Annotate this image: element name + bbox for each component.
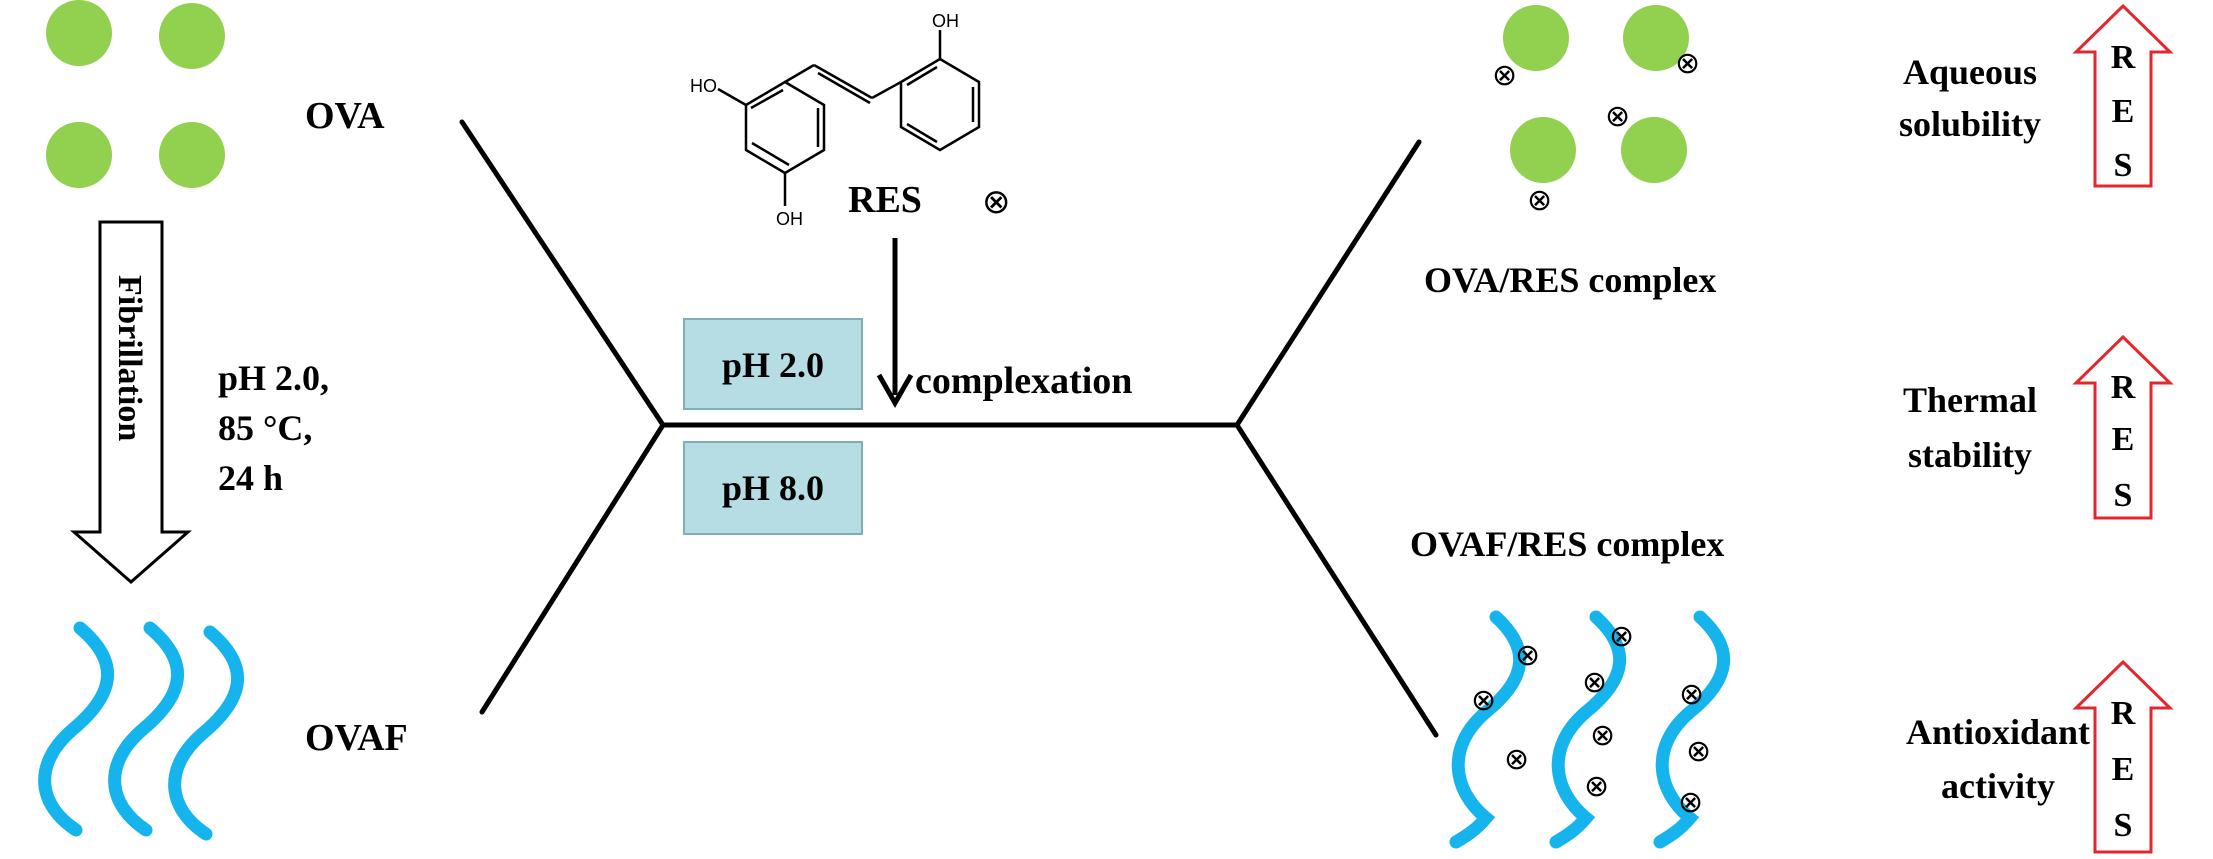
ova-particle <box>1623 5 1689 71</box>
arrow-letter: R <box>2111 369 2136 406</box>
ova-particles <box>46 0 225 188</box>
condition-ph: pH 2.0, <box>218 358 329 398</box>
property-thermal-line1: Thermal <box>1903 380 2037 420</box>
ovaf-fibril <box>168 625 244 841</box>
property-thermal-line2: stability <box>1908 435 2032 475</box>
property-aqueous-line2: solubility <box>1899 104 2041 144</box>
ovaf-res-fibrils <box>1449 610 1730 849</box>
reaction-frame <box>459 119 1439 738</box>
ph-8-box: pH 8.0 <box>683 441 863 535</box>
ovaf-fibril <box>1653 610 1730 849</box>
res-marker: ⊗ <box>1582 666 1607 699</box>
res-marker: ⊗ <box>1605 100 1630 133</box>
arrow-letter: R <box>2111 695 2136 732</box>
res-marker: ⊗ <box>1492 59 1517 92</box>
ova-particle <box>46 0 112 66</box>
ovaf-fibril <box>1549 610 1626 849</box>
arrow-letter: S <box>2114 807 2133 844</box>
res-marker: ⊗ <box>1515 639 1540 672</box>
ph-2-label: pH 2.0 <box>722 345 824 385</box>
ova-particle <box>1621 117 1687 183</box>
ovaf-fibrils <box>38 621 244 841</box>
res-marker: ⊗ <box>1679 678 1704 711</box>
res-oh-bottom: OH <box>776 209 803 229</box>
ova-res-complex-label: OVA/RES complex <box>1424 260 1716 300</box>
ovaf-label: OVAF <box>305 717 408 759</box>
up-arrow-aqueous: R E S <box>2072 3 2174 188</box>
ova-res-markers: ⊗ ⊗ ⊗ ⊗ <box>1492 47 1700 217</box>
res-marker: ⊗ <box>1609 620 1634 653</box>
arrow-letter: S <box>2114 477 2133 514</box>
ova-particle <box>159 3 225 69</box>
complexation-label: complexation <box>915 360 1132 402</box>
ovaf-fibril <box>108 621 184 837</box>
res-marker: ⊗ <box>1675 47 1700 80</box>
res-ho-left: HO <box>690 76 717 96</box>
property-antioxidant-line2: activity <box>1941 766 2055 806</box>
fibrillation-arrow: Fibrillation <box>70 220 192 584</box>
res-marker: ⊗ <box>1527 184 1552 217</box>
property-aqueous-line1: Aqueous <box>1903 52 2037 92</box>
res-marker: ⊗ <box>1504 743 1529 776</box>
arrow-letter: E <box>2112 93 2135 130</box>
res-oh-top: OH <box>932 11 959 31</box>
up-arrow-thermal: R E S <box>2072 334 2174 520</box>
condition-temperature: 85 °C, <box>218 408 312 448</box>
ova-particle <box>1510 117 1576 183</box>
res-marker: ⊗ <box>1590 719 1615 752</box>
fibrillation-label: Fibrillation <box>111 275 148 441</box>
res-marker: ⊗ <box>1471 684 1496 717</box>
ova-res-particles <box>1503 5 1689 183</box>
ova-particle <box>1503 5 1569 71</box>
ovaf-res-complex-label: OVAF/RES complex <box>1410 524 1724 564</box>
condition-time: 24 h <box>218 458 283 498</box>
arrow-letter: E <box>2112 751 2135 788</box>
ph-8-label: pH 8.0 <box>722 468 824 508</box>
res-structure <box>717 30 981 206</box>
property-antioxidant-line1: Antioxidant <box>1906 712 2090 752</box>
ova-label: OVA <box>305 95 385 137</box>
ovaf-res-markers: ⊗ ⊗ ⊗ ⊗ ⊗ ⊗ ⊗ ⊗ ⊗ ⊗ <box>1471 620 1711 819</box>
ovaf-fibril <box>1449 610 1526 849</box>
ova-particle <box>159 122 225 188</box>
arrow-letter: R <box>2111 39 2136 76</box>
ph-2-box: pH 2.0 <box>683 318 863 410</box>
res-label: RES <box>848 179 922 221</box>
complexation-arrow <box>876 238 914 409</box>
res-marker: ⊗ <box>1678 786 1703 819</box>
arrow-letter: E <box>2112 421 2135 458</box>
ovaf-fibril <box>38 621 114 837</box>
res-marker: ⊗ <box>1584 770 1609 803</box>
arrow-letter: S <box>2114 147 2133 184</box>
ova-particle <box>46 122 112 188</box>
up-arrow-antioxidant: R E S <box>2072 659 2174 854</box>
res-marker: ⊗ <box>1686 735 1711 768</box>
res-marker: ⊗ <box>982 183 1011 221</box>
